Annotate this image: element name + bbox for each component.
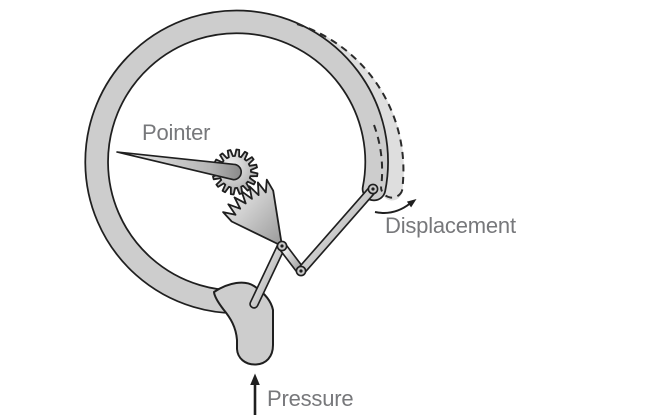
displacement-arrow-icon [374,199,417,214]
link-bar [296,184,378,276]
displaced-tube-outline [296,23,405,199]
support-bar [249,242,286,309]
pressure-label: Pressure [267,386,354,411]
pressure-arrow-icon [250,373,260,415]
tube-end-joint [367,183,379,195]
link-knee-joint [295,265,307,277]
bourdon-tube [84,9,389,315]
pointer-needle [116,151,242,181]
socket-base [213,281,274,366]
pointer-label: Pointer [142,120,211,145]
pivot-joints [276,183,379,277]
sector-pivot-joint [276,240,288,252]
displacement-label: Displacement [385,213,516,238]
